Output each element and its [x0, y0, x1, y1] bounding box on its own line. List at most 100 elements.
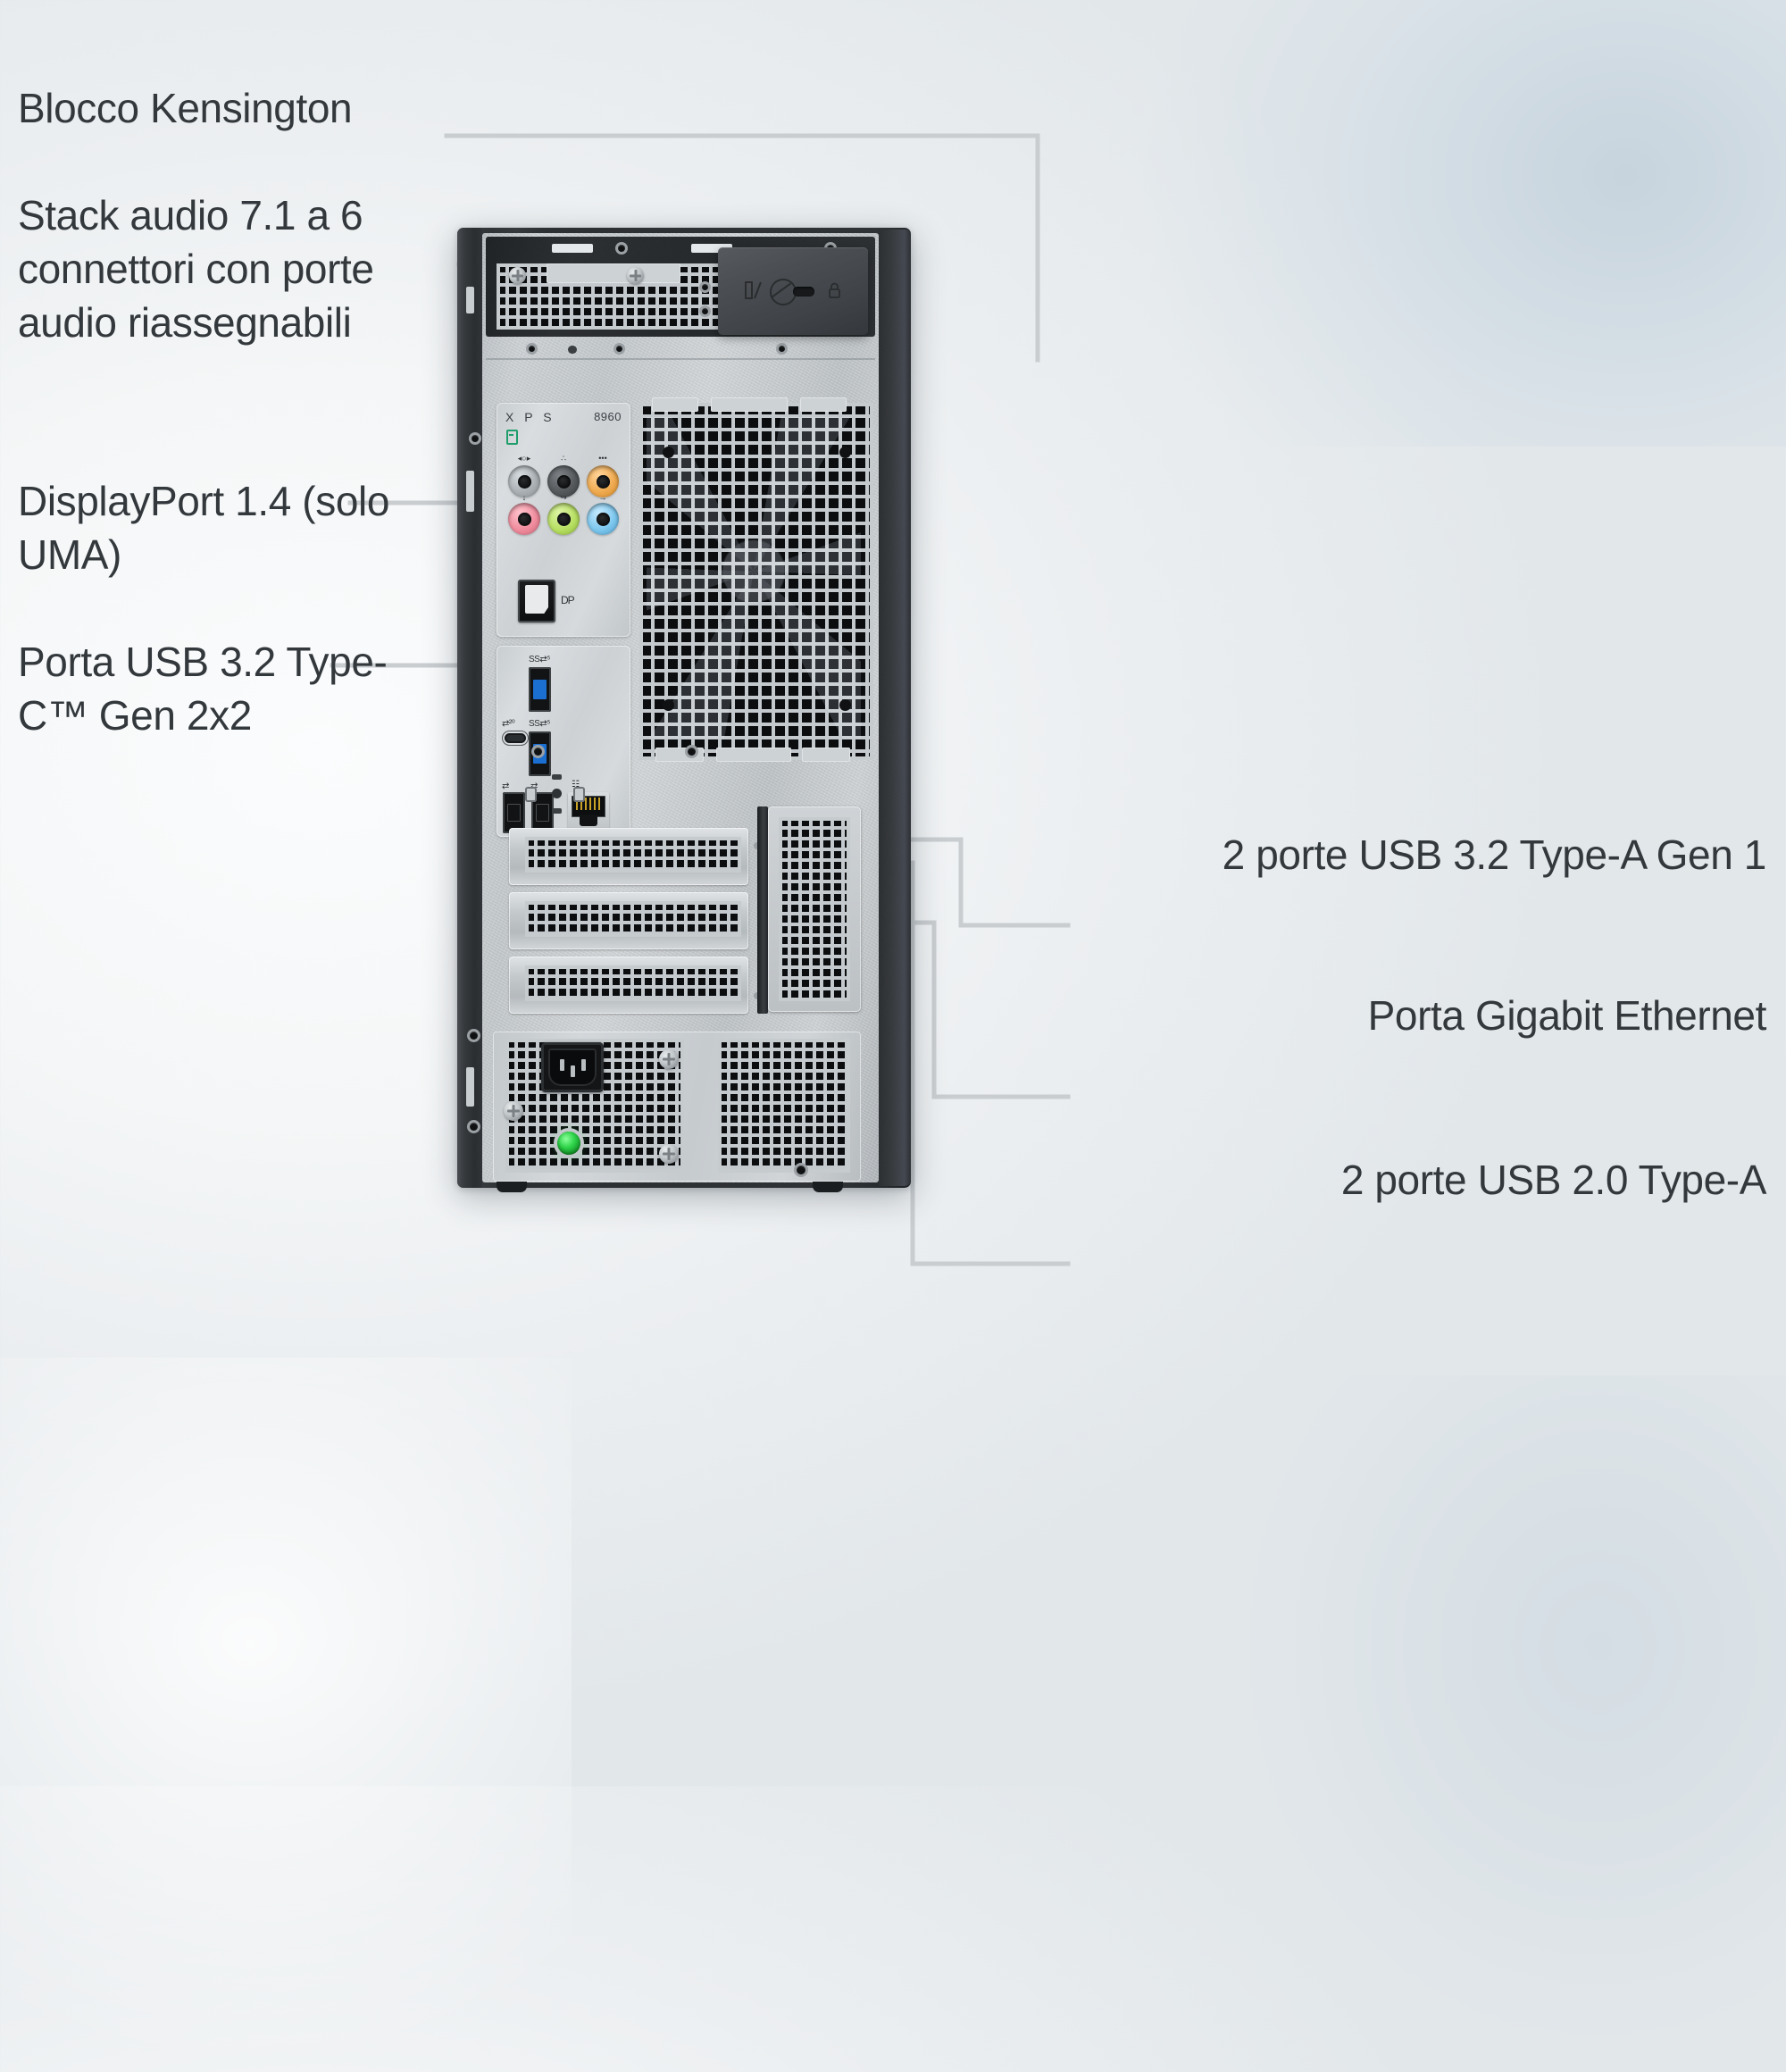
chassis-right-edge: [879, 230, 911, 1186]
power-inlet-pin-right: [581, 1059, 586, 1071]
audio-jack-microphone[interactable]: [508, 503, 540, 535]
rj45-pin: [589, 798, 591, 810]
fan-vent-cut-bottom2: [716, 748, 791, 762]
thumbscrew-slot-left: [525, 787, 537, 802]
rj45-pin: [585, 798, 587, 810]
chassis-left-edge: [457, 228, 482, 1188]
background-sheen-top-right: [1143, 0, 1786, 447]
expansion-slot-cover-1[interactable]: [509, 828, 748, 885]
psu-hole-left2: [470, 1123, 478, 1131]
background-sheen-bottom-left: [0, 1358, 572, 2072]
top-hole-center: [618, 245, 625, 252]
leader-usb32-typea: [890, 837, 1071, 928]
jack-icon-line-in: →: [598, 493, 607, 502]
fan-corner-hole-br: [839, 699, 851, 711]
psu-screw-bl: [504, 1101, 523, 1121]
psu-hole-right: [797, 1166, 805, 1174]
jack-icon-center-sub: •••: [598, 454, 607, 463]
kensington-lock-module[interactable]: [718, 247, 868, 335]
fan-vent-cut-bottom: [655, 748, 704, 762]
fan-vent-cut-top3: [800, 397, 847, 412]
usb-3-2-type-a-gen1-top[interactable]: [529, 667, 551, 712]
top-right-hole-2: [702, 308, 708, 314]
callout-gigabit-ethernet: Porta Gigabit Ethernet: [1367, 992, 1767, 1039]
padlock-icon: [829, 282, 840, 298]
top-tab-right: [691, 244, 732, 253]
jack-icon-line-out: ↪: [560, 493, 567, 502]
hdd-activity-icon: [506, 430, 518, 445]
brand-model-number: 8960: [594, 410, 622, 423]
usb3-top-label: SS⇄⁵: [529, 655, 550, 664]
audio-jack-line-out[interactable]: [547, 503, 580, 535]
midplate-center-hole: [552, 789, 562, 798]
desktop-tower-rear-view: X P S 8960 ◂○▸ ∴ ••• ↓ ↪ → DP SS⇄: [457, 228, 911, 1192]
callout-displayport: DisplayPort 1.4 (solo UMA): [18, 478, 389, 578]
upper-hole-c: [779, 346, 785, 352]
midplate-tick-bottom: [552, 808, 562, 814]
usbc-label: ⇄²⁰: [502, 719, 515, 729]
jack-icon-side-surround: ◂○▸: [517, 454, 531, 463]
expansion-slot-cover-3[interactable]: [509, 957, 748, 1014]
callout-audio-stack: Stack audio 7.1 a 6 connettori con porte…: [18, 192, 374, 346]
slot-mesh-2: [525, 901, 741, 937]
card-icon: [745, 281, 762, 299]
kensington-slot[interactable]: [793, 287, 814, 297]
jack-icon-rear-surround: ∴: [561, 454, 566, 463]
power-inlet-c14[interactable]: [541, 1042, 604, 1092]
upper-small-slot: [568, 346, 577, 354]
illustration-canvas: Blocco Kensington Stack audio 7.1 a 6 co…: [0, 0, 1786, 1786]
midplate-hole-left: [534, 748, 542, 756]
fan-vent-cut-top: [652, 397, 698, 412]
io-hole-upper: [472, 435, 479, 442]
callout-usb32-type-a: 2 porte USB 3.2 Type-A Gen 1: [1222, 831, 1767, 878]
jack-icon-microphone: ↓: [522, 493, 527, 502]
upper-hole-a: [529, 346, 535, 352]
top-tab-left: [552, 244, 593, 253]
fan-vent-cut-top2: [711, 397, 788, 412]
usb-2-0-type-a-left[interactable]: [503, 792, 525, 833]
chassis-foot-right: [813, 1182, 843, 1192]
callout-kensington: Blocco Kensington: [18, 85, 353, 131]
psu-screw-tr: [659, 1049, 679, 1069]
power-inlet-pin-left: [560, 1059, 564, 1071]
usb3-bottom-label: SS⇄⁵: [529, 719, 550, 729]
io-shield-upper: X P S 8960 ◂○▸ ∴ ••• ↓ ↪ → DP: [497, 403, 630, 637]
top-right-hole-1: [702, 284, 708, 290]
fan-corner-hole-tl: [663, 447, 674, 458]
audio-jack-center-subwoofer[interactable]: [587, 465, 619, 497]
audio-jack-line-in[interactable]: [587, 503, 619, 535]
rj45-pin: [580, 798, 582, 810]
psu-screw-br: [659, 1144, 679, 1164]
upper-hole-b: [616, 346, 622, 352]
displayport-connector[interactable]: [518, 580, 555, 622]
psu-hole-left: [470, 1032, 478, 1040]
shroud-divider: [486, 358, 875, 360]
rj45-pin: [594, 798, 596, 810]
usb20-right-label: ⇄: [530, 781, 538, 791]
chassis-side-slot-1: [466, 287, 474, 313]
usb-3-2-type-c-gen2x2[interactable]: [503, 731, 528, 745]
callout-usb20-type-a: 2 porte USB 2.0 Type-A: [1340, 1157, 1767, 1203]
audio-jack-rear-surround[interactable]: [547, 465, 580, 497]
displayport-label: DP: [561, 594, 575, 606]
audio-jack-side-surround[interactable]: [508, 465, 540, 497]
usb20-left-label: ⇄: [502, 781, 509, 791]
fan-corner-hole-tr: [839, 447, 851, 458]
thumbscrew-slot-right: [573, 787, 585, 802]
psu-diagnostic-led: [557, 1132, 580, 1155]
expansion-slot-cover-2[interactable]: [509, 892, 748, 949]
gpu-bracket-edge: [757, 806, 768, 1014]
top-screw-right: [627, 267, 644, 284]
rj45-pin: [598, 798, 600, 810]
cpu-fan-grille: [639, 403, 873, 760]
callout-usb-type-c: Porta USB 3.2 Type-C™ Gen 2x2: [18, 639, 388, 739]
slot-mesh-3: [525, 965, 741, 1001]
background-sheen-bottom-right: [1232, 1375, 1786, 2054]
fan-vent-cut-bottom3: [802, 748, 850, 762]
io-shield-lower: SS⇄⁵ ⇄²⁰ SS⇄⁵ ⇄ ⇄ ☷: [497, 646, 630, 837]
slot-mesh-1: [525, 837, 741, 873]
chassis-side-slot-3: [466, 1067, 474, 1107]
side-vent-mesh: [779, 817, 850, 1001]
chassis-side-slot-2: [466, 471, 474, 512]
brand-model-name: X P S: [505, 410, 555, 424]
